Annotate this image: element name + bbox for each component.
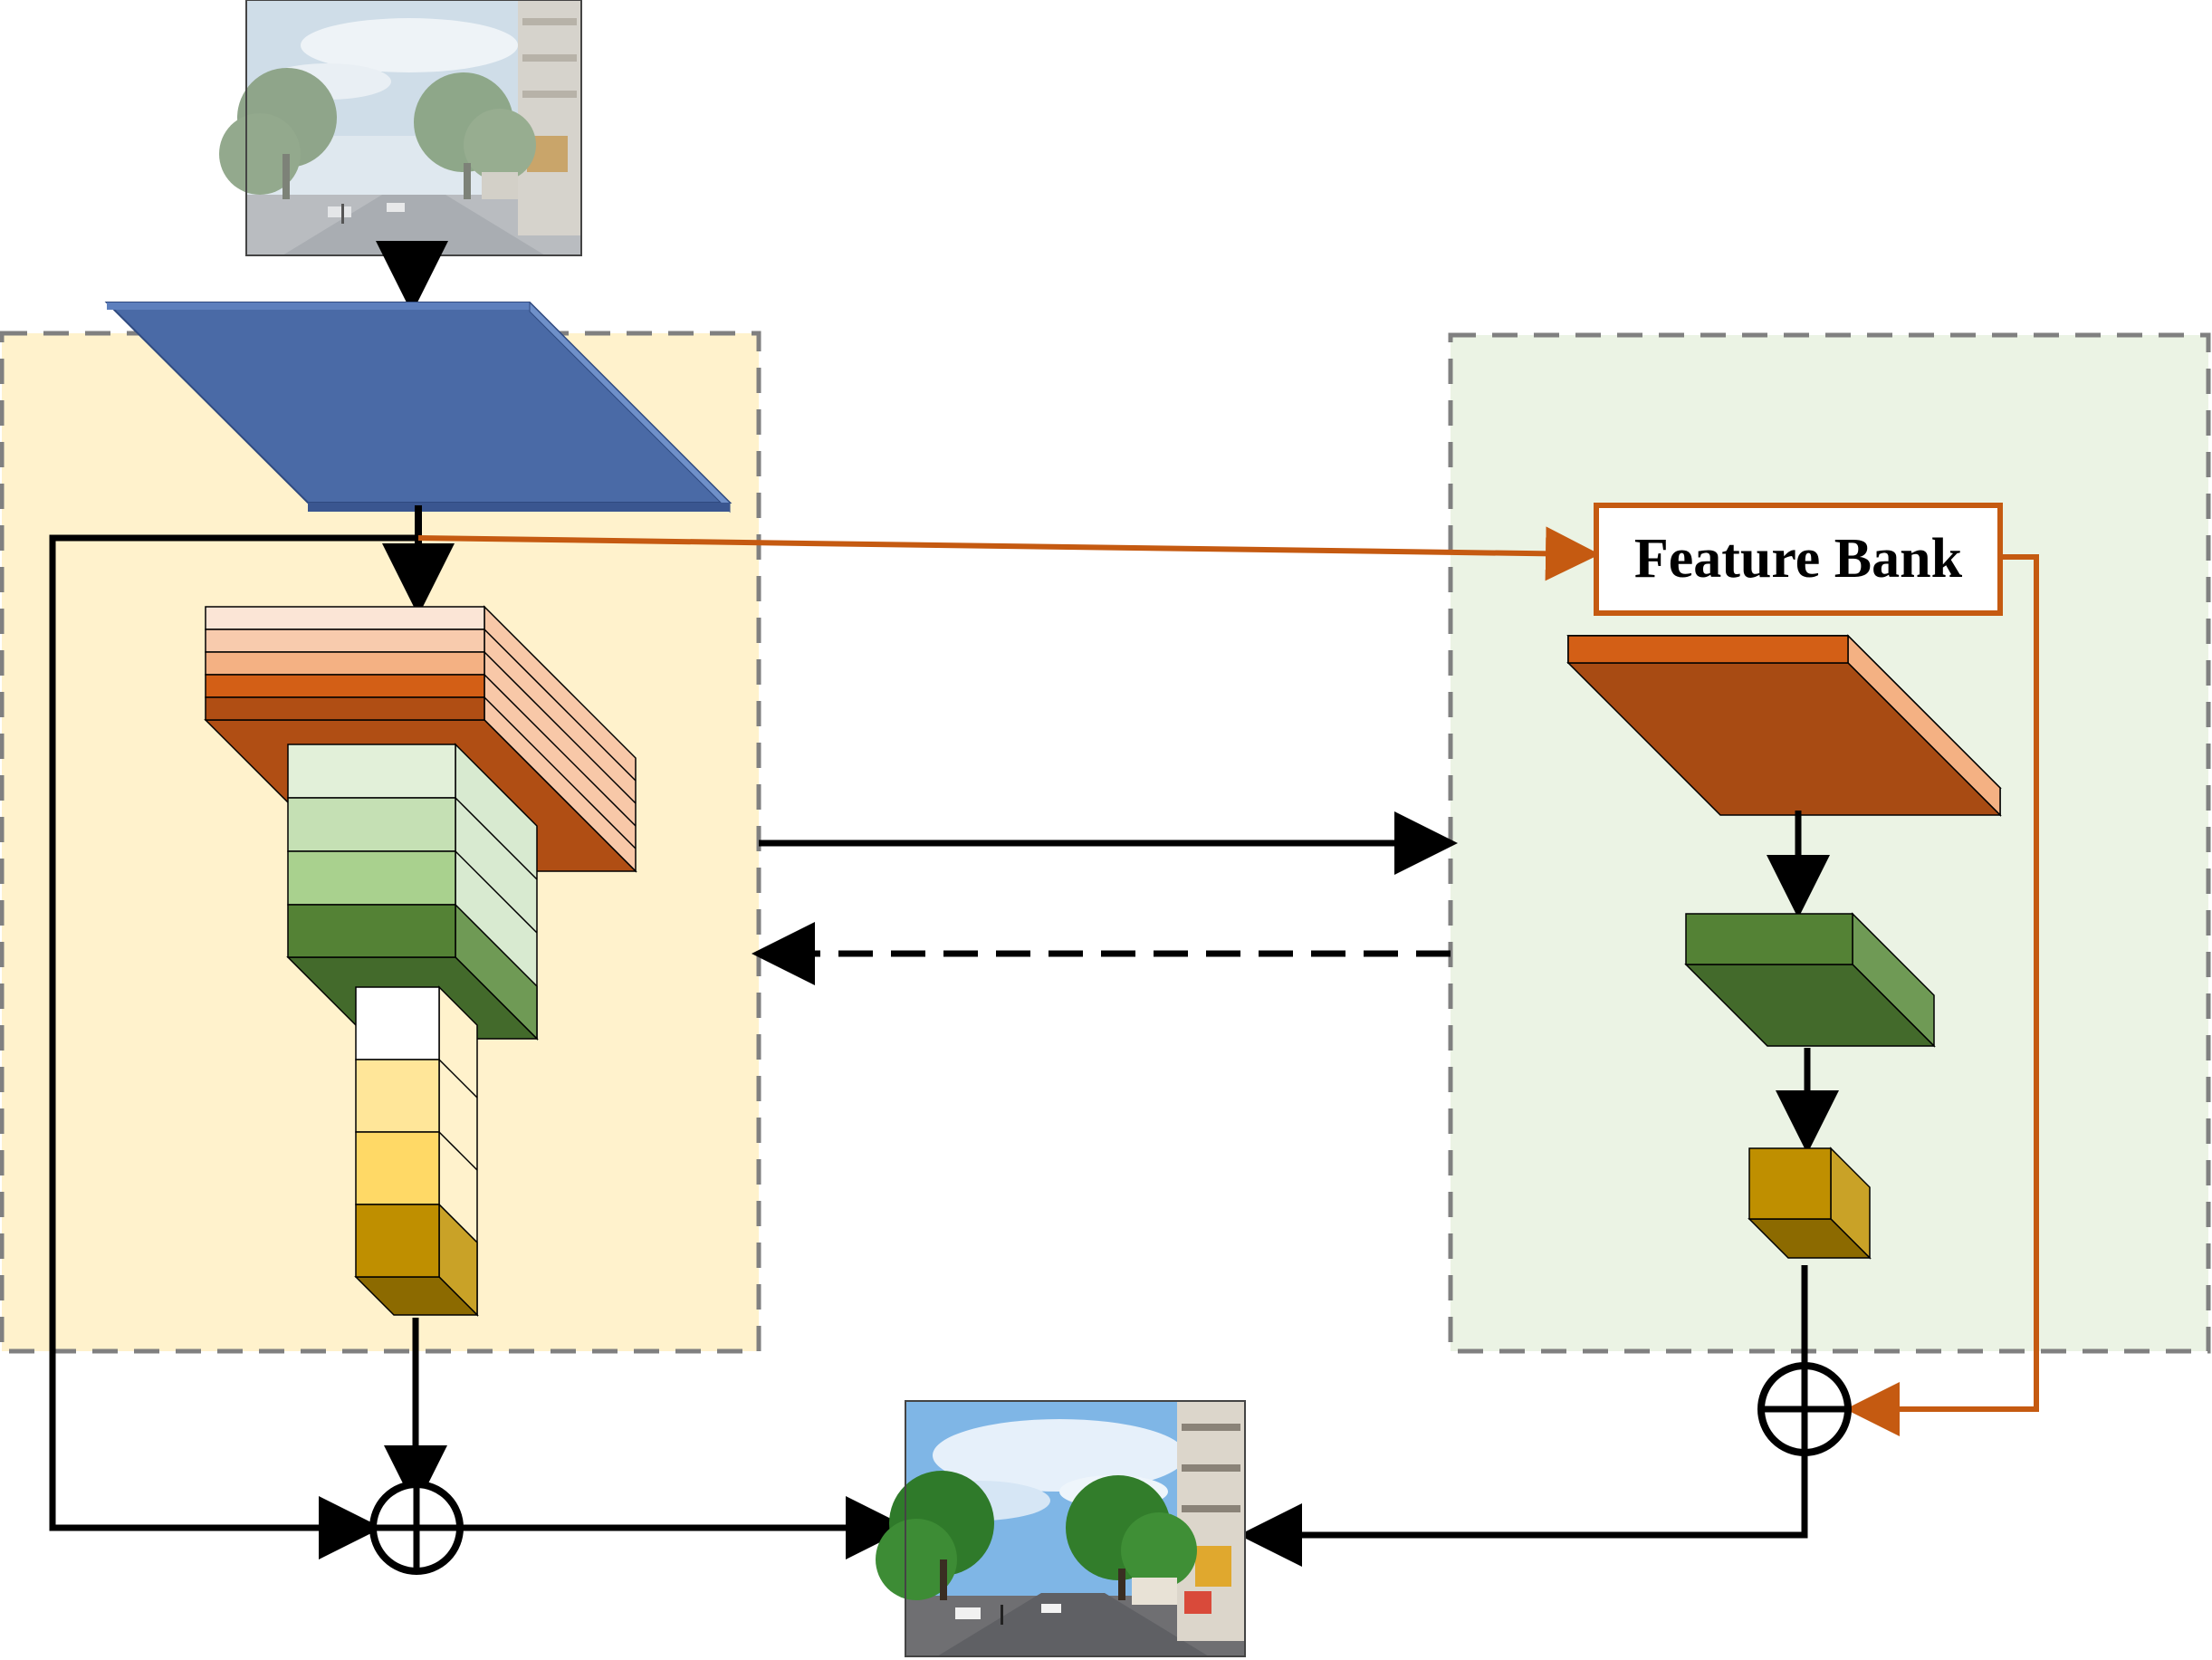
yellow-feature-stack (354, 985, 479, 1317)
arrow-right-sum-to-output (1239, 1453, 1808, 1567)
input-street-image (219, 0, 582, 256)
sum-node-right (1757, 1362, 1852, 1456)
green-feature-stack (286, 743, 539, 1041)
feature-bank-return-path (1845, 554, 2039, 1436)
orange-feature-plate (1566, 634, 2002, 817)
green-feature-block (1684, 912, 1936, 1048)
gold-feature-cube (1748, 1147, 1872, 1260)
skip-connection-left (49, 534, 418, 1559)
feature-bank-label: Feature Bank (1634, 528, 1963, 590)
encoder-plane (104, 301, 733, 513)
arrow-to-feature-bank (417, 526, 1600, 581)
output-street-image (876, 1400, 1246, 1657)
feature-bank-box (1594, 503, 2003, 616)
sum-node-left (369, 1481, 464, 1575)
